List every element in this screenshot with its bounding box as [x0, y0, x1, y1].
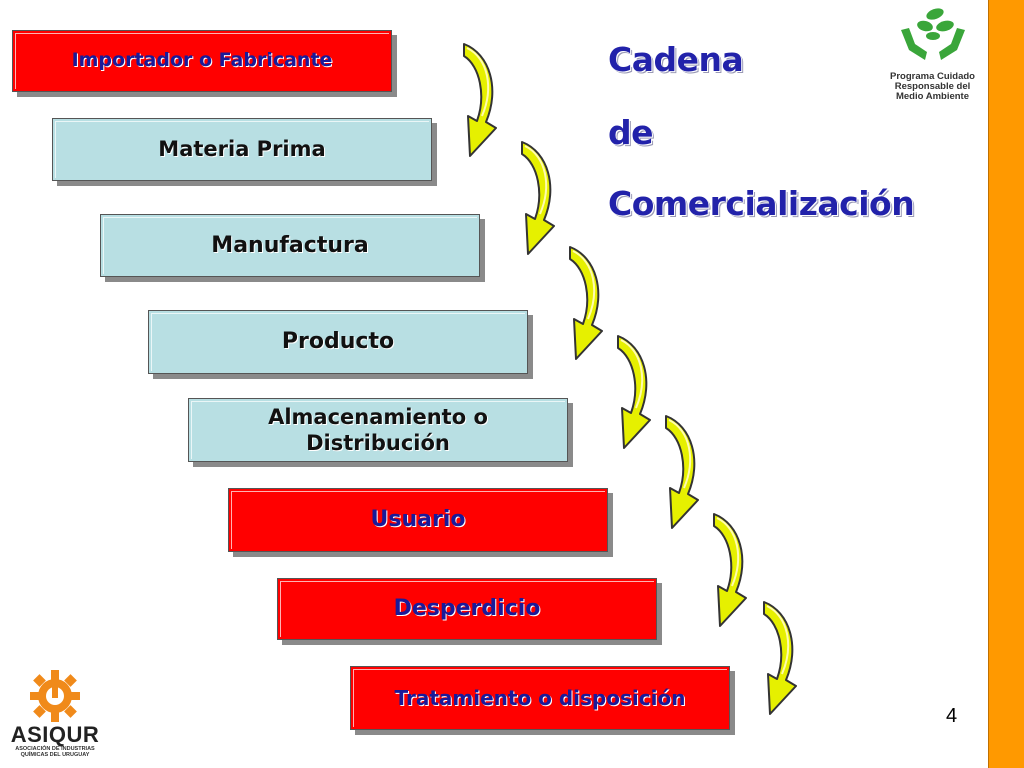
step-label: Almacenamiento o Distribución [268, 404, 488, 455]
step-label: Producto [281, 329, 395, 355]
step-manufactura: Manufactura [100, 214, 485, 282]
asiqur-gear-logo-icon [30, 670, 80, 722]
step-label: Tratamiento o disposición [394, 685, 686, 710]
curved-arrow-icon [713, 513, 747, 627]
asiqur-name: ASIQUR [10, 722, 100, 747]
step-importador: Importador o Fabricante [12, 30, 397, 97]
orange-sidebar [988, 0, 1024, 768]
asiqur-subtitle-line-1: ASOCIACIÓN DE INDUSTRIAS [15, 746, 95, 752]
curved-arrow-icon [569, 246, 603, 360]
step-label: Desperdicio [393, 596, 541, 622]
step-label: Usuario [370, 507, 466, 533]
asiqur-subtitle: ASOCIACIÓN DE INDUSTRIAS QUÍMICAS DEL UR… [8, 746, 102, 758]
step-label: Materia Prima [158, 137, 326, 162]
asiqur-subtitle-line-2: QUÍMICAS DEL URUGUAY [20, 752, 90, 759]
hands-plant-logo-icon [901, 8, 965, 60]
title-line-3: Comercialización [608, 184, 915, 223]
step-usuario: Usuario [228, 488, 613, 557]
step-materia-prima: Materia Prima [52, 118, 437, 186]
program-logo-line-1: Programa Cuidado [890, 71, 975, 82]
program-logo-line-2: Responsable del [894, 81, 971, 92]
curved-arrow-icon [463, 43, 497, 157]
curved-arrow-icon [617, 335, 651, 449]
curved-arrow-icon [665, 415, 699, 529]
curved-arrow-icon [521, 141, 555, 255]
program-logo-line-3: Medio Ambiente [895, 91, 969, 102]
page-number: 4 [946, 705, 958, 727]
title-line-1: Cadena [608, 40, 744, 79]
step-desperdicio: Desperdicio [277, 578, 662, 645]
step-label: Manufactura [211, 232, 369, 258]
title-line-2: de [608, 113, 654, 152]
curved-arrow-icon [763, 601, 797, 715]
step-tratamiento: Tratamiento o disposición [350, 666, 735, 735]
step-almacenamiento: Almacenamiento o Distribución [188, 398, 573, 467]
step-producto: Producto [148, 310, 533, 379]
step-label: Importador o Fabricante [71, 49, 333, 72]
